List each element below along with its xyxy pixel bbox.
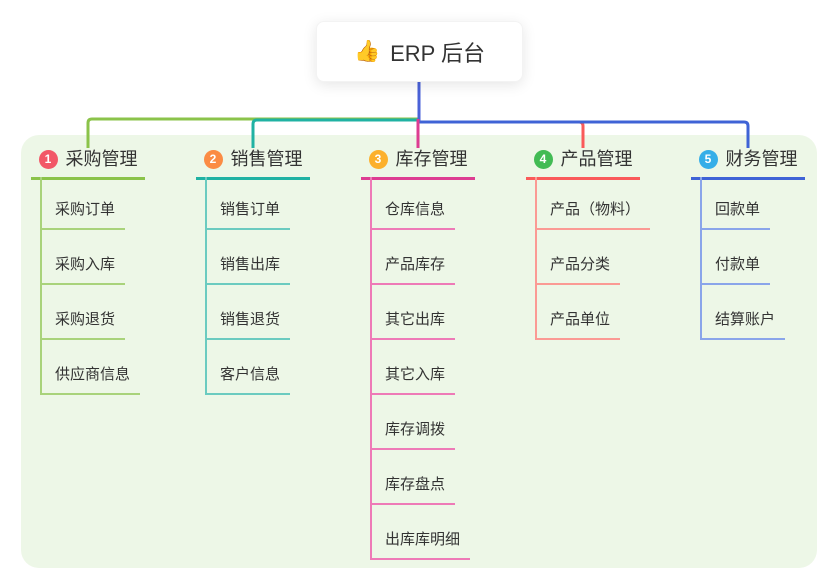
child-label: 供应商信息 (55, 366, 131, 383)
child-label: 仓库信息 (385, 201, 446, 218)
child-node[interactable]: 供应商信息 (40, 366, 141, 395)
child-node[interactable]: 采购退货 (40, 311, 126, 340)
child-label: 其它出库 (385, 311, 446, 328)
child-node[interactable]: 付款单 (700, 256, 771, 285)
child-label: 结算账户 (715, 311, 776, 328)
child-label: 销售订单 (220, 201, 281, 218)
child-label: 回款单 (715, 201, 761, 218)
branch-index-badge: 5 (698, 149, 718, 169)
child-label: 产品库存 (385, 256, 446, 273)
branch-node-2[interactable]: 2 销售管理 (196, 147, 310, 180)
branch-index-badge: 1 (38, 149, 58, 169)
branch-label: 销售管理 (230, 149, 303, 169)
child-node[interactable]: 回款单 (700, 201, 771, 230)
branch-spine-line (40, 177, 42, 395)
branch-index-badge: 4 (533, 149, 553, 169)
child-label: 采购退货 (55, 311, 116, 328)
branch-spine-line (205, 177, 207, 395)
child-label: 销售退货 (220, 311, 281, 328)
branch-node-1[interactable]: 1 采购管理 (31, 147, 145, 180)
child-label: 采购入库 (55, 256, 116, 273)
child-node[interactable]: 其它入库 (370, 366, 456, 395)
child-label: 出库库明细 (385, 531, 461, 548)
child-node[interactable]: 库存盘点 (370, 476, 456, 505)
branch-spine-line (535, 177, 537, 340)
child-node[interactable]: 产品单位 (535, 311, 621, 340)
branch-label: 产品管理 (560, 149, 633, 169)
branch-node-3[interactable]: 3 库存管理 (361, 147, 475, 180)
branches-panel (21, 135, 817, 568)
root-node[interactable]: 👍 ERP 后台 (316, 21, 523, 82)
branch-spine-line (370, 177, 372, 560)
branch-label: 财务管理 (725, 149, 798, 169)
root-node-label: ERP 后台 (390, 40, 486, 66)
branch-index-badge: 2 (203, 149, 223, 169)
child-node[interactable]: 其它出库 (370, 311, 456, 340)
branch-label: 库存管理 (395, 149, 468, 169)
child-node[interactable]: 结算账户 (700, 311, 786, 340)
child-label: 客户信息 (220, 366, 281, 383)
thumbs-up-icon: 👍 (353, 40, 381, 63)
child-node[interactable]: 客户信息 (205, 366, 291, 395)
child-label: 付款单 (715, 256, 761, 273)
child-node[interactable]: 销售订单 (205, 201, 291, 230)
child-label: 库存盘点 (385, 476, 446, 493)
child-node[interactable]: 销售出库 (205, 256, 291, 285)
child-node[interactable]: 仓库信息 (370, 201, 456, 230)
child-label: 销售出库 (220, 256, 281, 273)
branch-label: 采购管理 (65, 149, 138, 169)
child-label: 产品（物料） (550, 201, 641, 218)
child-node[interactable]: 产品库存 (370, 256, 456, 285)
child-label: 库存调拨 (385, 421, 446, 438)
child-node[interactable]: 采购入库 (40, 256, 126, 285)
child-node[interactable]: 出库库明细 (370, 531, 471, 560)
child-node[interactable]: 采购订单 (40, 201, 126, 230)
child-node[interactable]: 库存调拨 (370, 421, 456, 450)
child-node[interactable]: 产品分类 (535, 256, 621, 285)
branch-spine-line (700, 177, 702, 340)
child-node[interactable]: 销售退货 (205, 311, 291, 340)
branch-node-4[interactable]: 4 产品管理 (526, 147, 640, 180)
child-node[interactable]: 产品（物料） (535, 201, 651, 230)
child-label: 产品分类 (550, 256, 611, 273)
child-label: 其它入库 (385, 366, 446, 383)
child-label: 产品单位 (550, 311, 611, 328)
branch-node-5[interactable]: 5 财务管理 (691, 147, 805, 180)
child-label: 采购订单 (55, 201, 116, 218)
branch-index-badge: 3 (368, 149, 388, 169)
